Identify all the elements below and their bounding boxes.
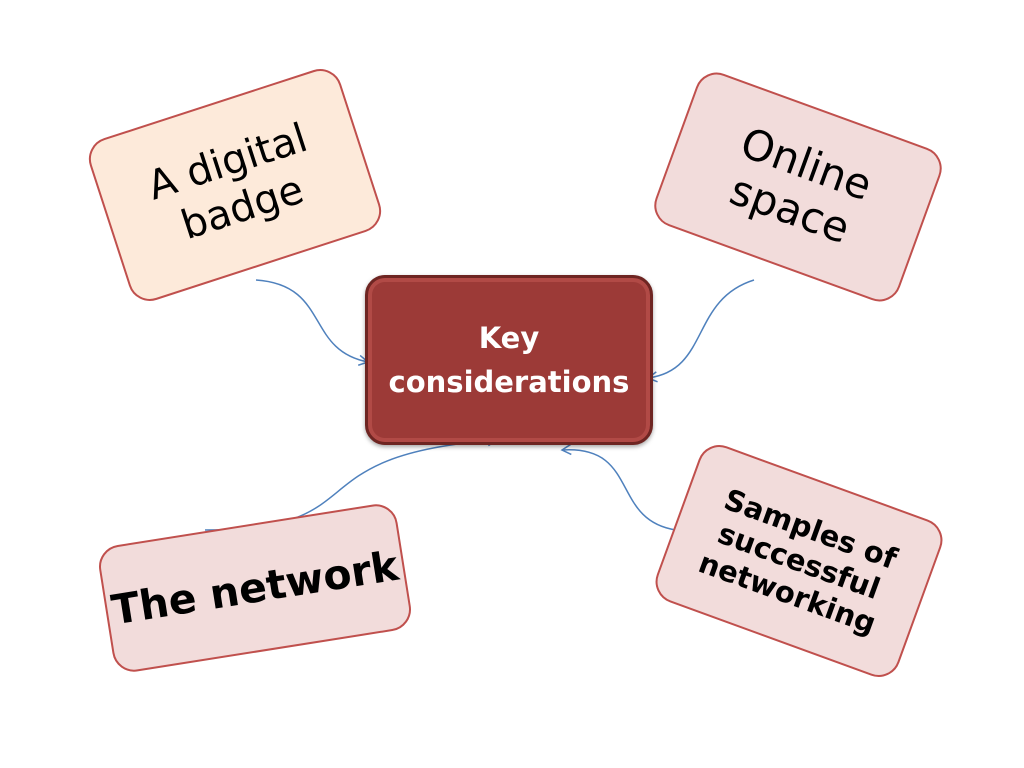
connector-badge-to-center	[255, 279, 370, 366]
center-node-key-considerations: Key considerations	[365, 275, 653, 445]
center-label-line: Key	[478, 321, 540, 355]
connector-online-to-center	[646, 279, 755, 383]
connector-samples-to-center	[560, 443, 677, 531]
center-label-line: considerations	[388, 365, 630, 399]
node-label: The network	[108, 541, 402, 635]
